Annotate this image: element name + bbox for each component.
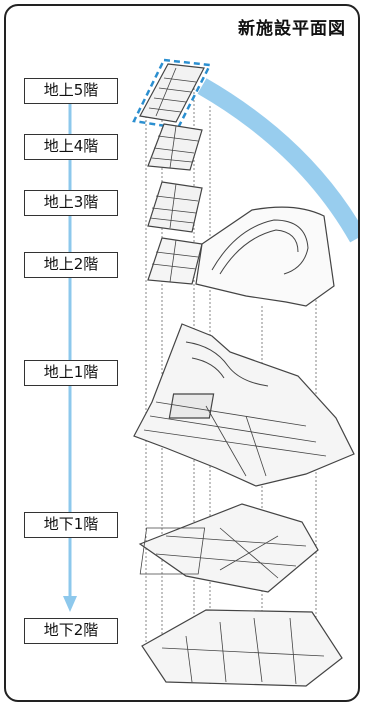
floor-label-5f: 地上5階 [24, 78, 118, 104]
floor-5-plan [132, 58, 212, 130]
building-cross-section-diagram [63, 58, 358, 687]
floor-label-1f: 地上1階 [24, 360, 118, 386]
floor-label-b2: 地下2階 [24, 618, 118, 644]
basement-1-plan [138, 503, 319, 593]
highlight-curve [197, 78, 358, 243]
floor-3-plan [147, 181, 203, 233]
floor-1-plan [133, 323, 355, 487]
diagram-title: 新施設平面図 [238, 19, 346, 39]
floor-label-b1: 地下1階 [24, 512, 118, 538]
floor-label-2f: 地上2階 [24, 252, 118, 278]
floor-2-plan [147, 206, 335, 307]
floor-label-3f: 地上3階 [24, 190, 118, 216]
basement-2-plan [141, 609, 343, 687]
floor-4-plan [147, 123, 203, 171]
floor-plan-panel: 新施設平面図 地上5階 地上4階 地上3階 地上2階 地上1階 地下1階 地下2… [4, 4, 360, 702]
floor-label-4f: 地上4階 [24, 134, 118, 160]
